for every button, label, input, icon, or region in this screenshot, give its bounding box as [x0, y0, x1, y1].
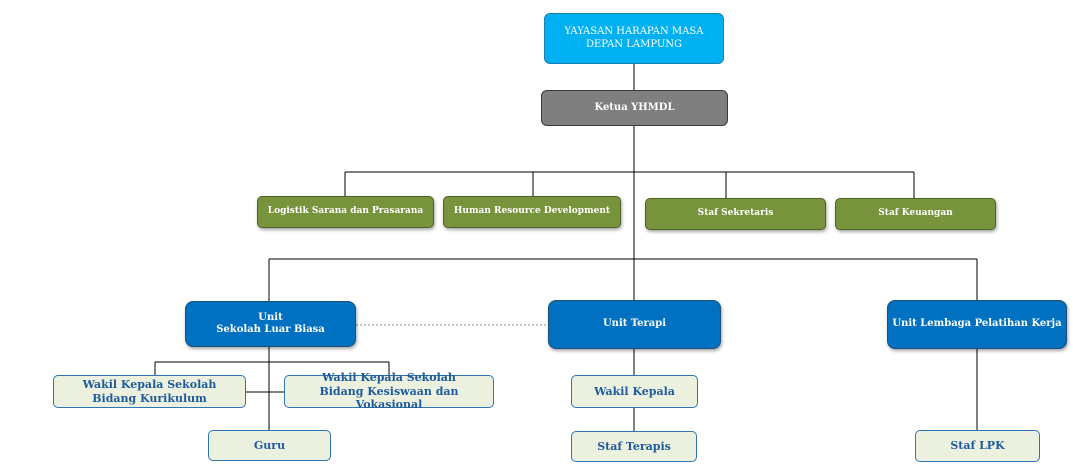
guru-box: Guru: [208, 430, 331, 461]
hrd-box: Human Resource Development: [443, 196, 621, 228]
staf-terapis-box: Staf Terapis: [571, 431, 697, 462]
wakil-kesiswaan-box: Wakil Kepala Sekolah Bidang Kesiswaan da…: [284, 371, 494, 411]
logistik-box: Logistik Sarana dan Prasarana: [257, 196, 434, 228]
ketua-box: Ketua YHMDL: [541, 90, 728, 126]
staf-keuangan-box: Staf Keuangan: [835, 198, 996, 230]
unit-terapi-box: Unit Terapi: [548, 300, 721, 349]
yayasan-box: YAYASAN HARAPAN MASA DEPAN LAMPUNG: [544, 13, 724, 64]
wakil-kepala-terapi-box: Wakil Kepala: [571, 375, 698, 408]
staf-sekretaris-box: Staf Sekretaris: [645, 198, 826, 230]
unit-lpk-box: Unit Lembaga Pelatihan Kerja: [887, 300, 1067, 349]
unit-slb-box: Unit Sekolah Luar Biasa: [185, 301, 356, 347]
wakil-kurikulum-box: Wakil Kepala Sekolah Bidang Kurikulum: [53, 375, 246, 408]
staf-lpk-box: Staf LPK: [915, 430, 1040, 462]
